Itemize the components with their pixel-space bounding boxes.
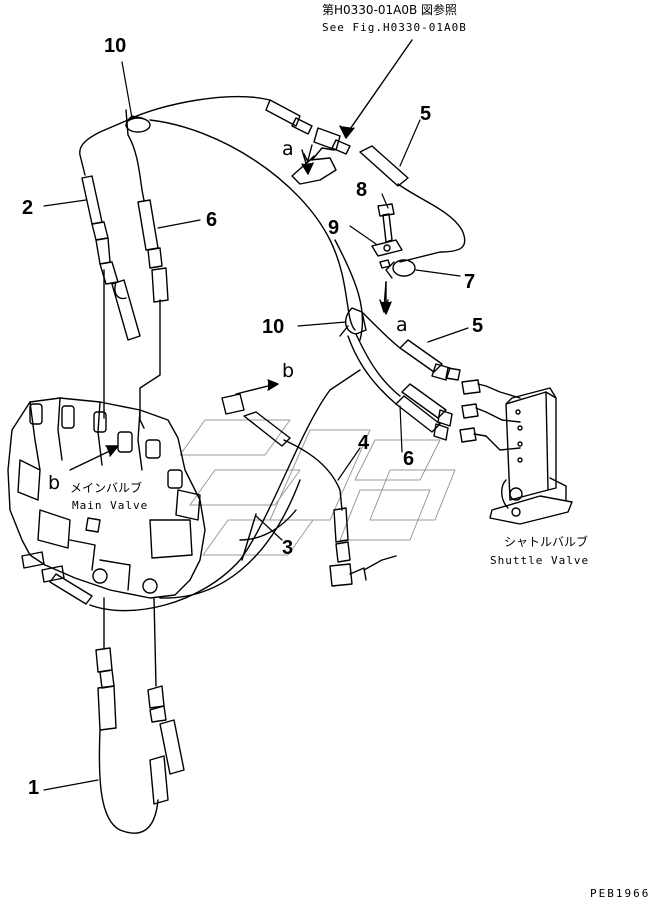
callout-7: 7 <box>464 271 476 293</box>
drawing-code: PEB1966 <box>590 887 651 900</box>
view-letter-a-mid: a <box>396 314 408 336</box>
callout-6-top: 6 <box>206 209 218 231</box>
shuttle-fittings <box>459 379 521 451</box>
reference-note-en: See Fig.H0330-01A0B <box>322 21 467 34</box>
view-letter-b-left: b <box>48 472 61 494</box>
shuttle-valve-label-en: Shuttle Valve <box>490 554 590 567</box>
bolt-8 <box>377 203 395 243</box>
shuttle-valve-body <box>489 387 573 525</box>
hose-3-4 <box>89 369 397 612</box>
watermark-logo <box>179 419 456 556</box>
reference-note-jp: 第H0330-01A0B 図参照 <box>322 3 458 17</box>
main-valve-body <box>7 397 206 599</box>
arrow-a-top <box>301 149 314 175</box>
clamp-10-top <box>125 115 151 133</box>
shuttle-valve-label-jp: シャトルバルブ <box>504 535 589 549</box>
main-valve-label-jp: メインバルブ <box>70 481 143 495</box>
main-valve-fittings <box>21 517 101 605</box>
hose-6-mid <box>395 383 453 441</box>
arrow-a-mid <box>380 281 392 315</box>
callout-5-mid: 5 <box>472 315 484 337</box>
clamp-10-mid <box>339 307 367 337</box>
hose-1 <box>95 597 185 834</box>
hose-upper-right <box>265 99 351 185</box>
hose-2 <box>81 175 141 341</box>
callout-5-top: 5 <box>420 103 432 125</box>
view-letter-b-top: b <box>282 360 295 382</box>
hose-mid-lines <box>347 311 401 405</box>
callout-10-mid: 10 <box>262 316 285 338</box>
callout-3: 3 <box>282 537 294 559</box>
callout-1: 1 <box>28 777 40 799</box>
reference-leader <box>339 39 413 139</box>
hose-loop <box>149 119 364 341</box>
view-letter-a-top: a <box>282 138 294 160</box>
callout-9: 9 <box>328 217 340 239</box>
callout-6-mid: 6 <box>403 448 415 470</box>
callout-8: 8 <box>356 179 368 201</box>
arrow-b-left <box>69 445 119 471</box>
arrow-b-top <box>235 379 279 395</box>
hose-5-top <box>359 145 466 263</box>
leader-lines <box>43 61 469 791</box>
callout-4: 4 <box>358 432 370 454</box>
main-valve-label-en: Main Valve <box>72 499 149 512</box>
callout-10-top: 10 <box>104 35 127 57</box>
hose-5-mid <box>399 339 461 381</box>
hose-6-top <box>137 199 169 303</box>
callout-2: 2 <box>22 197 34 219</box>
